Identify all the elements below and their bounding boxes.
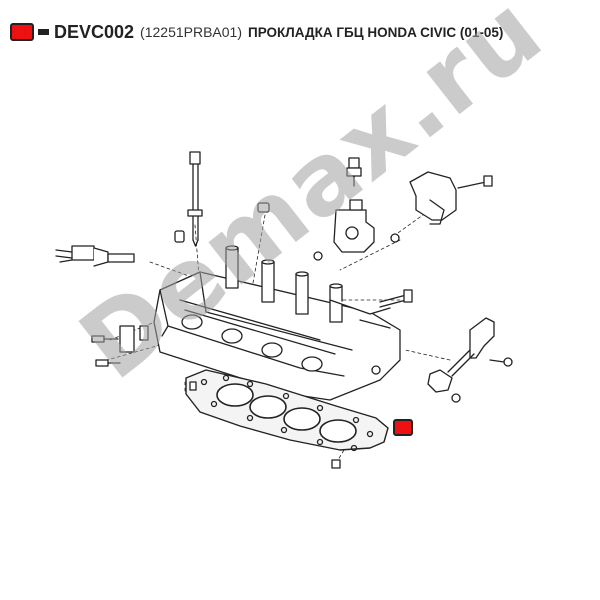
- part-number: (12251PRBA01): [140, 24, 242, 40]
- sensor-left: [119, 325, 149, 353]
- header: DEVC002 (12251PRBA01) ПРОКЛАДКА ГБЦ HOND…: [10, 19, 503, 45]
- bracket-top-right: [409, 171, 493, 225]
- bracket-right: [427, 317, 513, 403]
- cylinder-head: [153, 245, 401, 401]
- callout-marker-icon: [393, 419, 413, 436]
- product-title: ПРОКЛАДКА ГБЦ HONDA CIVIC (01-05): [248, 24, 504, 40]
- plug: [371, 365, 381, 375]
- dash-icon: [38, 29, 49, 35]
- gasket-pin: [189, 381, 197, 391]
- gasket-pin-2: [331, 459, 341, 469]
- dowel-pin-2: [174, 230, 185, 243]
- vtec-solenoid: [313, 199, 400, 261]
- red-marker-icon: [10, 23, 34, 41]
- vtec-sensor: [346, 157, 362, 187]
- left-bolts: [91, 335, 121, 367]
- dowel-pin: [257, 202, 270, 213]
- head-bolt: [187, 151, 203, 247]
- head-gasket-icon: [185, 369, 389, 452]
- stud-bolt: [379, 289, 413, 308]
- oil-pressure-switch: [55, 245, 135, 267]
- product-code: DEVC002: [54, 21, 135, 42]
